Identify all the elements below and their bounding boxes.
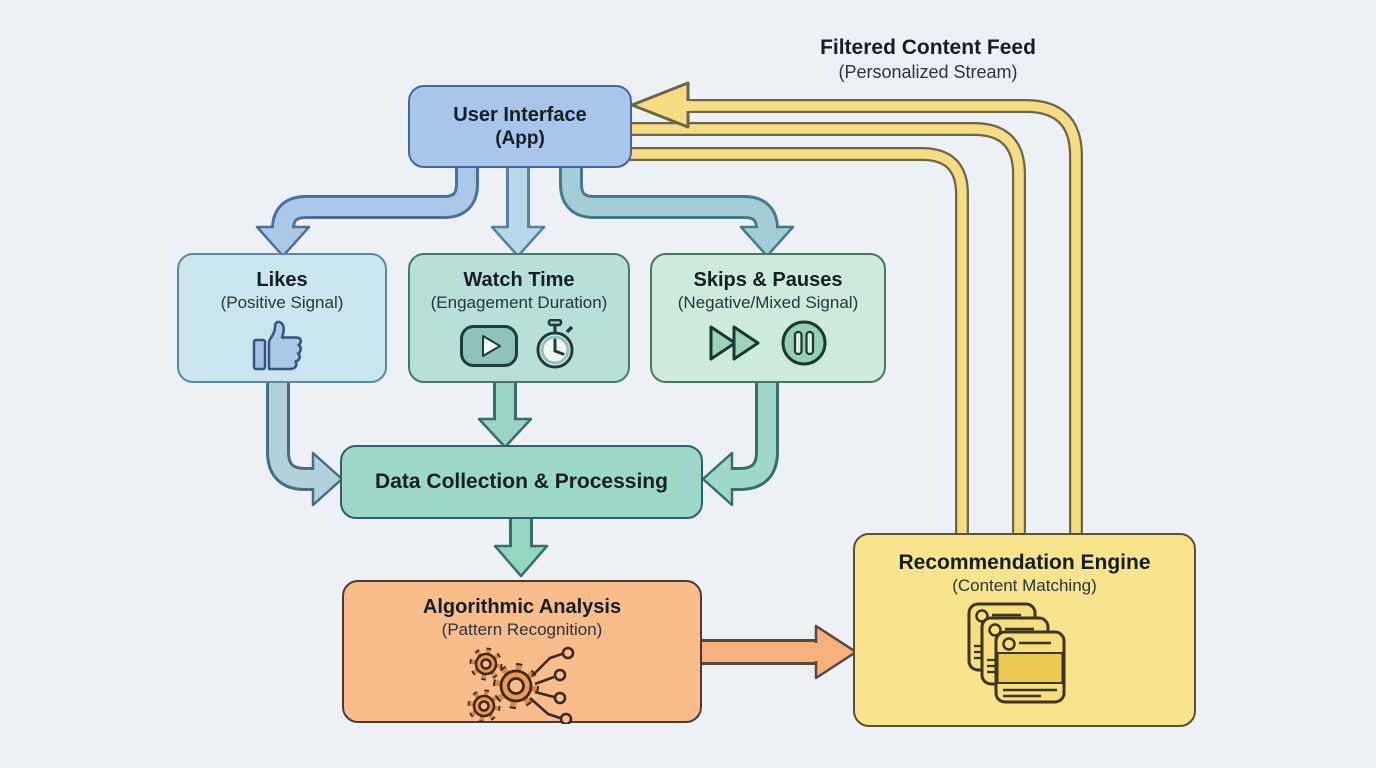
feedback-label: Filtered Content Feed (Personalized Stre… (748, 36, 1108, 83)
feed-arrowhead (630, 81, 690, 129)
arrow-algo-to-engine (696, 624, 858, 680)
stopwatch-icon (536, 319, 574, 369)
feedback-label-subtitle: (Personalized Stream) (838, 62, 1018, 82)
stacked-content-cards-icon (967, 602, 1065, 704)
node-subtitle: (Negative/Mixed Signal) (677, 293, 859, 312)
feedback-label-title: Filtered Content Feed (820, 36, 1036, 59)
pause-icon (781, 320, 827, 366)
node-title: Algorithmic Analysis (422, 596, 622, 618)
node-subtitle: (Positive Signal) (220, 293, 344, 312)
arrow-watch-to-data (477, 372, 533, 449)
arrow-likes-to-data (266, 372, 344, 507)
arrow-ui-to-likes (255, 150, 479, 258)
node-subtitle: (Pattern Recognition) (441, 620, 603, 639)
node-algorithmic-analysis: Algorithmic Analysis (Pattern Recognitio… (342, 580, 702, 725)
node-title: Likes (256, 269, 308, 291)
gears-network-icon (467, 646, 575, 725)
node-likes: Likes (Positive Signal) (177, 253, 387, 383)
arrow-data-to-algo (493, 512, 549, 578)
node-subtitle: (Content Matching) (952, 576, 1097, 596)
arrow-skips-to-data (701, 372, 779, 507)
play-button-icon (460, 325, 518, 368)
thumbs-up-icon (252, 320, 302, 371)
node-title: Watch Time (463, 269, 575, 291)
node-recommendation-engine: Recommendation Engine (Content Matching) (853, 533, 1196, 727)
node-watch-time: Watch Time (Engagement Duration) (408, 253, 630, 383)
arrow-ui-to-skips (559, 150, 795, 258)
node-subtitle: (Engagement Duration) (430, 293, 608, 312)
node-skips-pauses: Skips & Pauses (Negative/Mixed Signal) (650, 253, 886, 383)
fast-forward-icon (709, 325, 760, 361)
node-title: Skips & Pauses (693, 269, 843, 291)
arrow-engine-to-ui-feed (628, 81, 1083, 545)
node-user-interface: User Interface (App) (408, 85, 632, 168)
node-title: Data Collection & Processing (375, 470, 668, 494)
node-title: Recommendation Engine (898, 551, 1151, 574)
node-subtitle: (App) (495, 127, 545, 149)
node-title: User Interface (453, 103, 587, 126)
node-data-collection: Data Collection & Processing (340, 445, 703, 519)
